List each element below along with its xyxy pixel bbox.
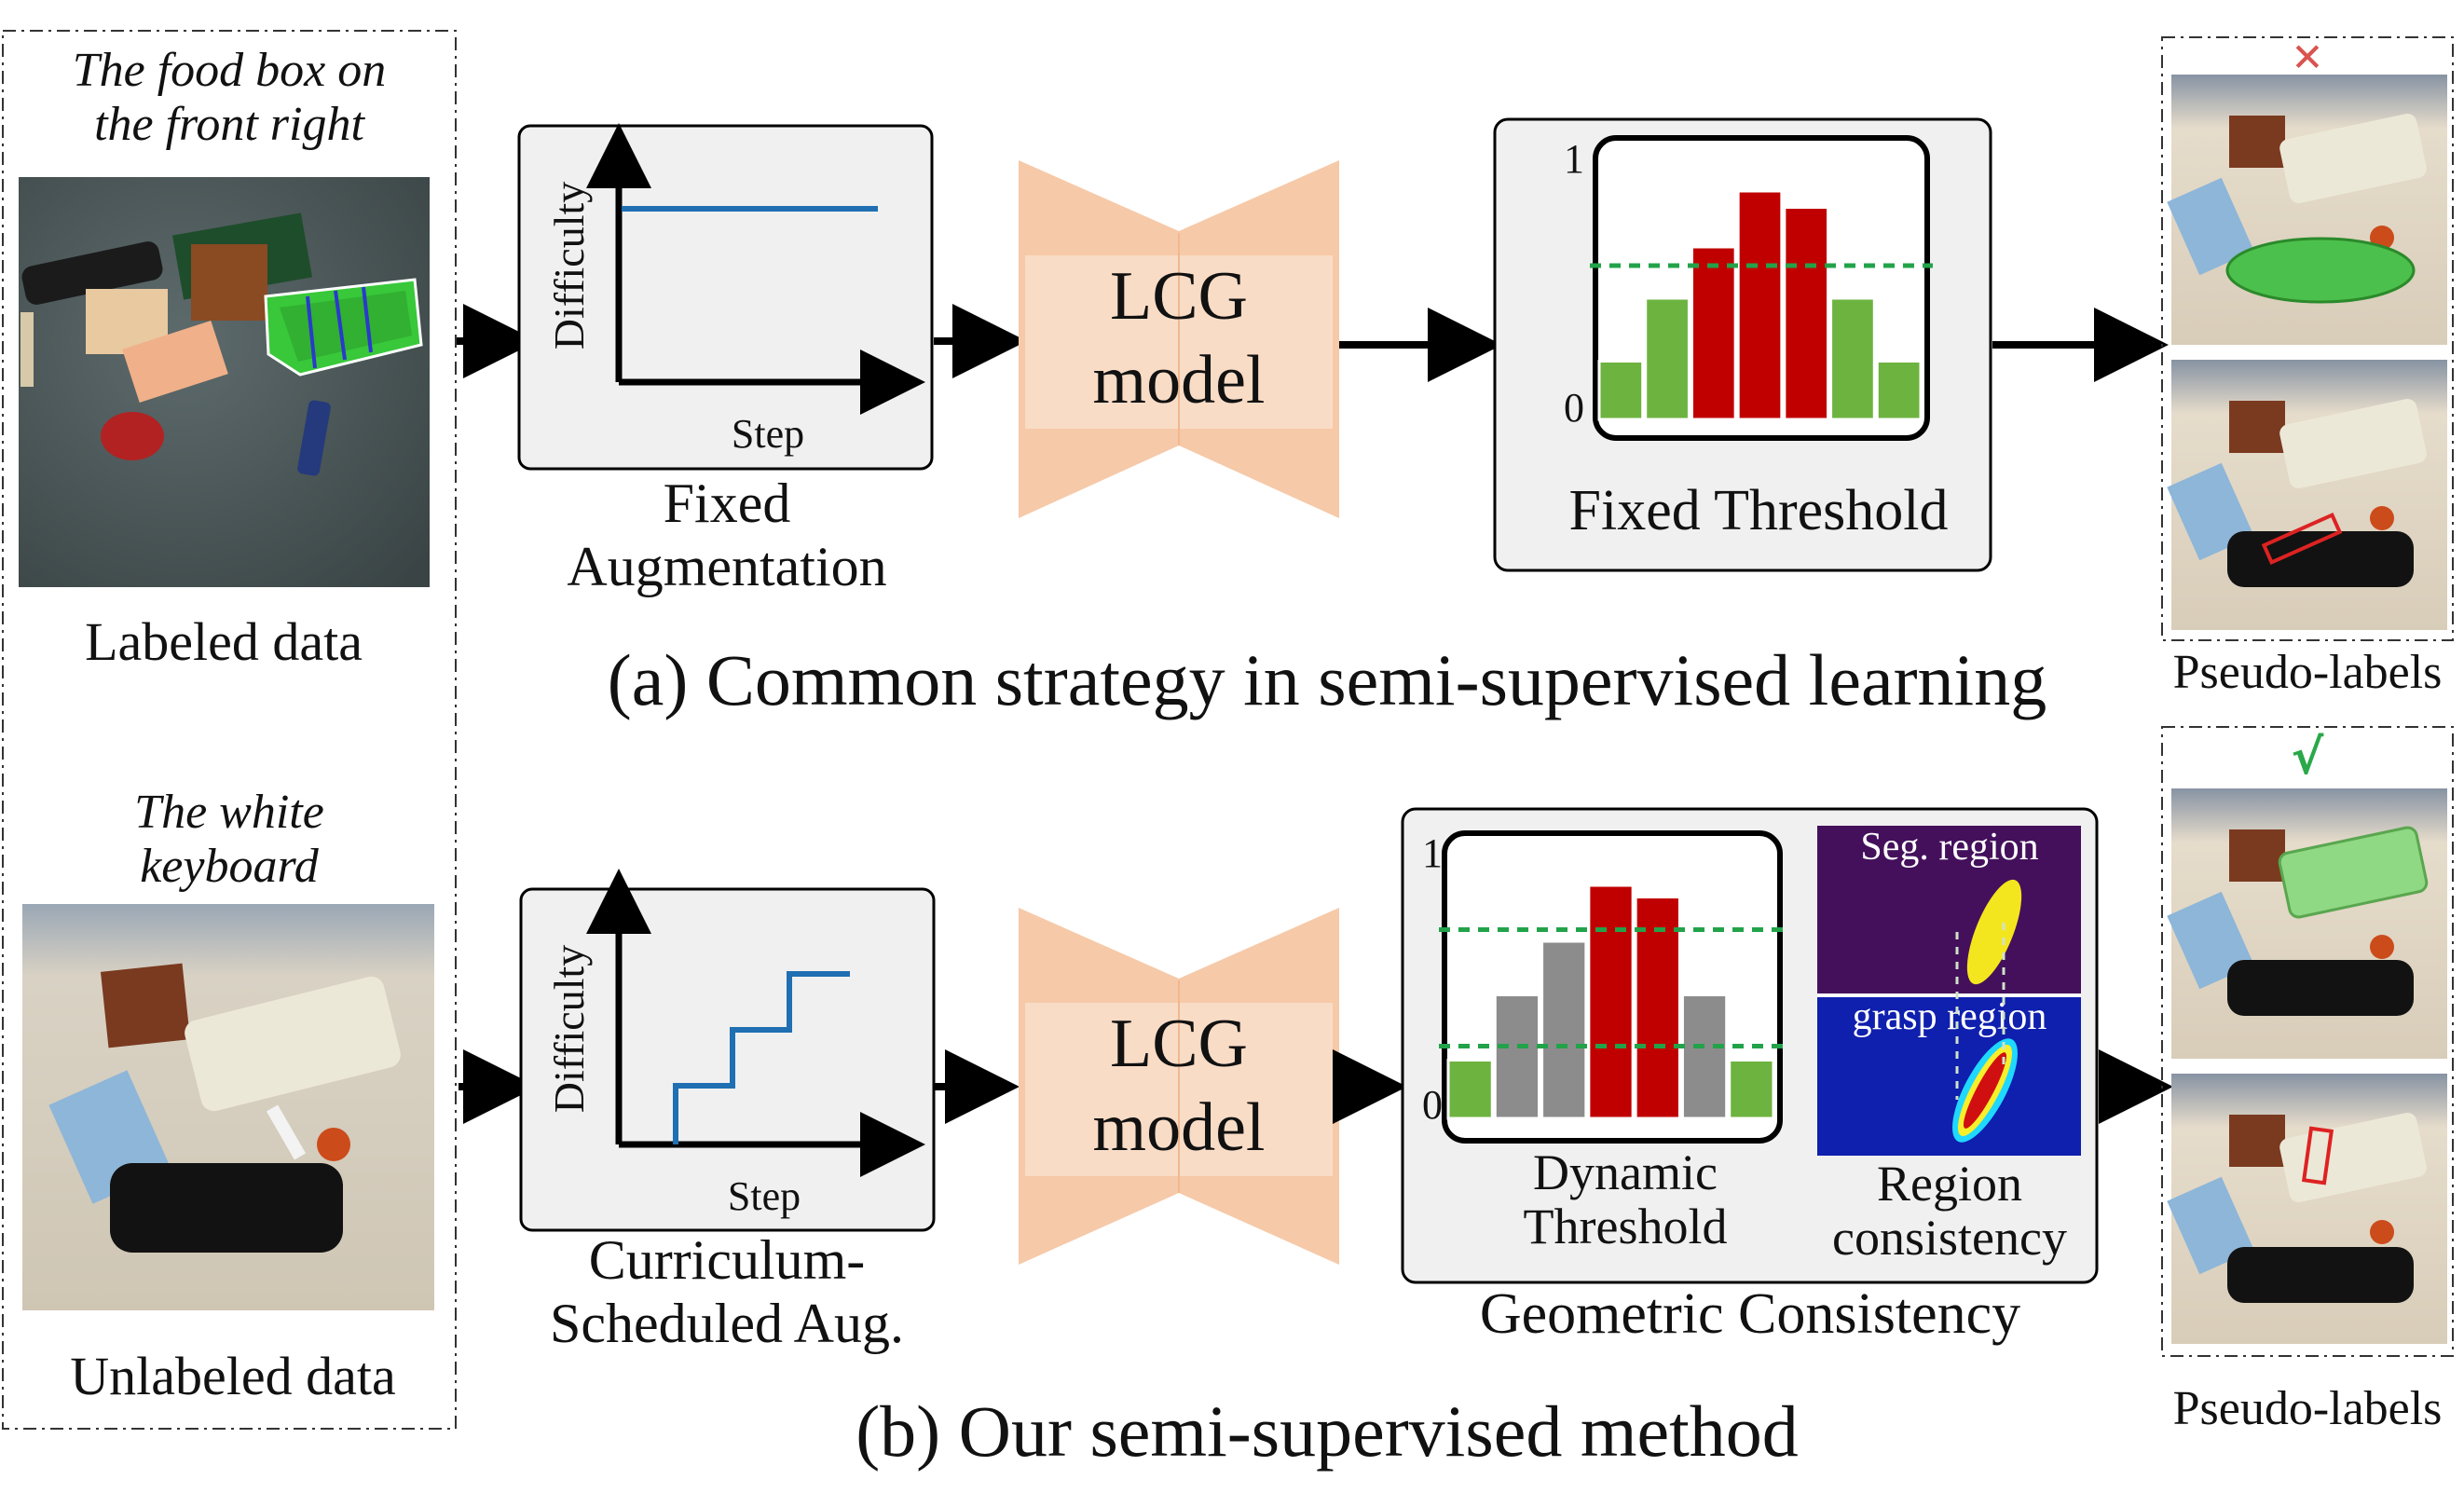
pseudo-labels-a-frame — [2161, 36, 2454, 641]
hist-a-bar-7 — [1875, 360, 1923, 421]
unlabeled-data-label: Unlabeled data — [70, 1346, 395, 1406]
hist-b-bar-4 — [1587, 884, 1635, 1120]
plot-b-ylabel: Difficulty — [545, 945, 593, 1114]
lcg-model-b-line2: model — [1093, 1089, 1266, 1166]
pseudo-label-a-grasp-photo — [2167, 360, 2447, 630]
dynamic-threshold-label-line2: Threshold — [1524, 1199, 1728, 1254]
hist-a-bar-5 — [1783, 206, 1830, 421]
unlabeled-caption-line2: keyboard — [140, 840, 320, 893]
hist-b-bar-2 — [1493, 993, 1541, 1120]
seg-region-label: Seg. region — [1860, 826, 2038, 869]
pseudo-labels-a-label: Pseudo-labels — [2173, 646, 2443, 699]
unlabeled-photo — [22, 904, 434, 1310]
labeled-caption-line1: The food box on — [73, 44, 387, 97]
region-consistency-label-line2: consistency — [1832, 1210, 2067, 1266]
pseudo-label-a-seg-photo — [2167, 75, 2447, 345]
section-a-title: (a) Common strategy in semi-supervised l… — [608, 639, 2046, 720]
pseudo-labels-b-label: Pseudo-labels — [2173, 1382, 2443, 1435]
dynamic-threshold-label-line1: Dynamic — [1533, 1144, 1718, 1200]
hist-b-bar-3 — [1540, 939, 1588, 1120]
hist-b-bar-5 — [1634, 896, 1681, 1120]
grasp-region-label: grasp region — [1853, 995, 2047, 1038]
lcg-model-a-line2: model — [1093, 342, 1266, 418]
plot-a-ylabel: Difficulty — [545, 182, 593, 350]
fixed-aug-label-line1: Fixed — [664, 473, 791, 534]
hist-b-bar-7 — [1728, 1059, 1775, 1120]
cross-icon: ✕ — [2291, 34, 2323, 80]
hist-a-tick-top: 1 — [1564, 136, 1584, 182]
fixed-threshold-histogram — [1590, 189, 1933, 421]
curriculum-difficulty-curve — [673, 971, 850, 1144]
hist-a-bar-6 — [1829, 296, 1876, 421]
hist-a-bar-4 — [1736, 189, 1784, 421]
lcg-model-b-line1: LCG — [1110, 1006, 1248, 1082]
lcg-model-b — [1019, 908, 1339, 1265]
hist-a-bar-3 — [1690, 245, 1737, 421]
hist-b-tick-bottom: 0 — [1422, 1082, 1443, 1128]
labeled-photo — [19, 177, 430, 587]
curriculum-aug-label-line1: Curriculum- — [589, 1229, 866, 1291]
hist-a-bar-1 — [1597, 360, 1645, 421]
hist-b-bar-1 — [1446, 1059, 1494, 1120]
dynamic-threshold-histogram — [1439, 884, 1786, 1120]
hist-a-bar-2 — [1644, 296, 1691, 421]
data-panel-frame — [2, 30, 457, 1430]
plot-b-xlabel: Step — [728, 1173, 801, 1219]
pseudo-label-b-grasp-photo — [2167, 1074, 2447, 1344]
pseudo-label-b-seg-photo — [2167, 788, 2447, 1059]
region-consistency-label-line1: Region — [1877, 1156, 2022, 1212]
lcg-model-a — [1019, 160, 1339, 518]
labeled-caption-line2: the front right — [94, 98, 365, 151]
hist-a-tick-bottom: 0 — [1564, 385, 1584, 431]
geometric-consistency-label: Geometric Consistency — [1480, 1282, 2020, 1346]
lcg-model-a-line1: LCG — [1110, 258, 1248, 335]
grasp-region-map — [1817, 997, 2081, 1156]
check-icon: √ — [2292, 730, 2324, 786]
plot-a-xlabel: Step — [732, 411, 804, 457]
seg-region-map — [1817, 826, 2081, 993]
hist-b-tick-top: 1 — [1422, 830, 1443, 876]
curriculum-aug-label-line2: Scheduled Aug. — [550, 1293, 904, 1354]
pseudo-labels-b-frame — [2161, 726, 2454, 1357]
unlabeled-caption-line1: The white — [134, 786, 324, 839]
section-b-title: (b) Our semi-supervised method — [856, 1391, 1799, 1472]
fixed-aug-label-line2: Augmentation — [567, 536, 886, 597]
hist-b-bar-6 — [1680, 993, 1729, 1120]
fixed-threshold-label: Fixed Threshold — [1569, 479, 1949, 542]
labeled-data-label: Labeled data — [85, 611, 363, 672]
